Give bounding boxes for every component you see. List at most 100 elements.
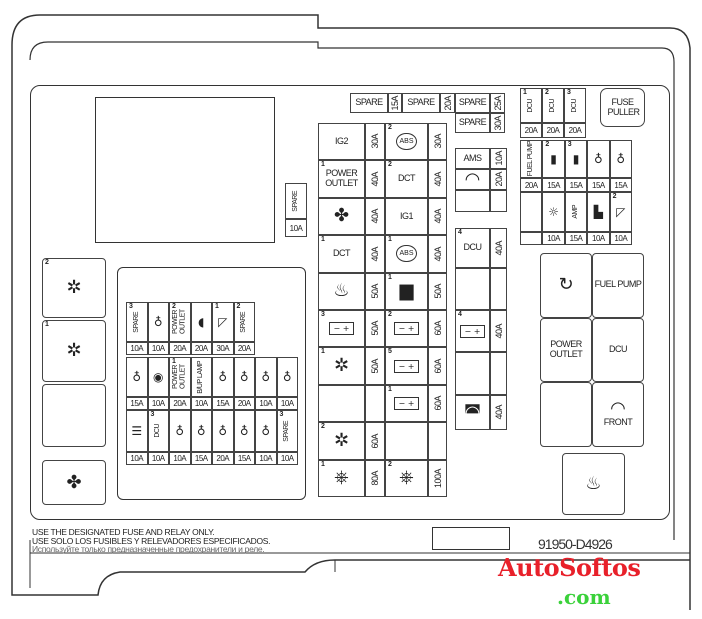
fuse-slot[interactable]: ♁ bbox=[276, 357, 298, 397]
bulb-icon: ♁ bbox=[616, 152, 626, 166]
fuse-slot[interactable]: ▙ bbox=[587, 192, 610, 232]
amperage-label: 15A bbox=[237, 454, 251, 463]
seat-heater-icon: ▙ bbox=[593, 205, 603, 219]
relay-slot[interactable]: 2✲ bbox=[42, 258, 106, 318]
fuse-slot[interactable]: 1⎈ bbox=[318, 459, 365, 497]
fuse-slot[interactable] bbox=[455, 190, 490, 212]
fuse-slot[interactable]: ♁ bbox=[212, 410, 234, 452]
fuse-slot[interactable]: ♨ bbox=[318, 272, 365, 310]
fuse-slot[interactable]: SPARE bbox=[455, 93, 490, 113]
fuse-slot[interactable]: ◉ bbox=[147, 357, 169, 397]
fuse-slot[interactable]: IG1 bbox=[385, 197, 428, 236]
relay-slot[interactable]: DCU bbox=[592, 317, 644, 382]
rear-defrost-icon: ♨ bbox=[585, 473, 602, 494]
relay-slot[interactable] bbox=[540, 382, 592, 447]
fuse-slot[interactable]: ♁ bbox=[255, 410, 277, 452]
fuse-slot[interactable]: 2⎈ bbox=[385, 459, 428, 497]
amperage-label: 10A bbox=[259, 454, 273, 463]
relay-slot[interactable]: ◠FRONT bbox=[592, 382, 644, 447]
fuse-slot[interactable]: 1✲ bbox=[318, 347, 365, 385]
fuse-slot[interactable]: ♁ bbox=[169, 410, 191, 452]
fuse-slot[interactable]: SPARE bbox=[402, 93, 440, 113]
fuse-slot[interactable]: ☼ bbox=[542, 192, 565, 232]
fuse-slot[interactable]: 1− + bbox=[385, 384, 428, 423]
slot-number: 2 bbox=[45, 259, 49, 266]
fuse-slot[interactable]: 2− + bbox=[385, 310, 428, 348]
airbag-icon: ◉ bbox=[153, 370, 164, 384]
relay-slot[interactable]: POWER OUTLET bbox=[540, 317, 592, 382]
fuse-slot[interactable]: ♁ bbox=[609, 140, 632, 178]
fuse-slot[interactable]: B/UP LAMP bbox=[190, 357, 212, 397]
fuse-slot[interactable]: 1▆ bbox=[385, 272, 428, 310]
fuse-slot[interactable]: IG2 bbox=[318, 123, 365, 161]
fuse-slot[interactable]: 2◸ bbox=[609, 192, 632, 232]
slot-number: 4 bbox=[458, 229, 462, 236]
fuse-slot[interactable]: 4− + bbox=[455, 310, 490, 352]
fuse-slot[interactable]: SPARE bbox=[455, 113, 490, 133]
relay-slot[interactable]: 1✲ bbox=[42, 320, 106, 382]
fuse-slot[interactable]: AMS bbox=[455, 148, 490, 169]
relay-slot[interactable]: FUEL PUMP bbox=[592, 253, 644, 318]
fuse-slot[interactable] bbox=[385, 422, 428, 460]
fuse-amperage: 20A bbox=[233, 397, 255, 410]
fan-icon: ✤ bbox=[333, 205, 350, 227]
fuse-slot[interactable]: 1◸ bbox=[212, 302, 234, 342]
fuse-slot[interactable]: SPARE bbox=[350, 93, 388, 113]
slot-number: 1 bbox=[172, 358, 176, 365]
fuse-slot[interactable] bbox=[318, 384, 365, 423]
rear-defrost-relay[interactable]: ♨ bbox=[562, 453, 625, 515]
fuse-slot[interactable]: 2✲ bbox=[318, 422, 365, 460]
fuse-slot[interactable]: ♁ bbox=[212, 357, 234, 397]
fuse-slot[interactable]: ♁ bbox=[255, 357, 277, 397]
fuse-slot[interactable]: ☰ bbox=[126, 410, 148, 452]
fuse-slot[interactable] bbox=[520, 192, 543, 232]
amperage-label: 20A bbox=[194, 344, 208, 353]
fuse-slot[interactable]: ♁ bbox=[126, 357, 148, 397]
bulb-icon: ♁ bbox=[239, 370, 249, 384]
fuse-slot[interactable]: ◖ bbox=[190, 302, 212, 342]
slot-label: POWER OUTLET bbox=[172, 309, 187, 335]
fuse-slot[interactable]: ♁ bbox=[233, 357, 255, 397]
fuse-slot[interactable]: 3▮ bbox=[564, 140, 588, 178]
fuse-slot[interactable] bbox=[455, 352, 490, 395]
slot-label: DCT bbox=[398, 173, 416, 184]
amperage-label: 25A bbox=[492, 95, 503, 111]
fuse-slot[interactable]: ♁ bbox=[147, 302, 169, 342]
fuse-slot[interactable] bbox=[455, 268, 490, 310]
fuse-slot[interactable]: ♁ bbox=[587, 140, 610, 178]
relay-slot[interactable] bbox=[42, 384, 106, 447]
fuse-slot[interactable]: ◠ bbox=[455, 169, 490, 190]
fuse-slot[interactable]: FUEL PUMP bbox=[520, 140, 543, 178]
fuse-slot[interactable]: ◚ bbox=[455, 395, 490, 430]
abs-icon: ABS bbox=[396, 245, 417, 263]
fuse-panel bbox=[30, 85, 670, 520]
amperage-label: 15A bbox=[194, 454, 208, 463]
relay-slot[interactable]: ↻ bbox=[540, 253, 592, 318]
fuse-slot[interactable]: ♁ bbox=[233, 410, 255, 452]
amperage-label: 10A bbox=[194, 399, 208, 408]
fuse-slot[interactable]: AMP bbox=[564, 192, 588, 232]
fuse-slot[interactable]: ✤ bbox=[318, 197, 365, 236]
fuse-slot[interactable]: 3− + bbox=[318, 310, 365, 348]
fuse-puller[interactable]: FUSE PULLER bbox=[600, 88, 645, 127]
fuse-slot[interactable]: ♁ bbox=[190, 410, 212, 452]
fuse-slot[interactable]: 2▮ bbox=[542, 140, 565, 178]
fuse-slot[interactable]: SPARE bbox=[285, 183, 307, 219]
fuse-slot[interactable]: 5− + bbox=[385, 347, 428, 385]
relay-slot[interactable]: ✤ bbox=[42, 460, 106, 505]
